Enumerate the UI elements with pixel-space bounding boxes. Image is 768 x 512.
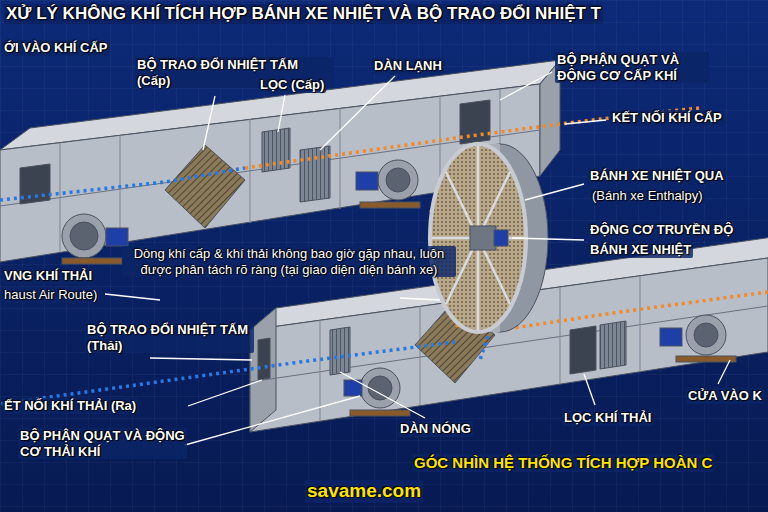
- title: XỬ LÝ KHÔNG KHÍ TÍCH HỢP BÁNH XE NHIỆT V…: [4, 4, 603, 24]
- callout-label: BỘ PHẬN QUẠT VÀ ĐỘNG CƠ THẢI KHÍ: [18, 428, 187, 459]
- callout-label: BÁNH XE NHIỆT: [588, 242, 693, 258]
- caption-label: savame.com: [305, 480, 423, 503]
- callout-label: (Bánh xe Enthalpy): [590, 188, 705, 204]
- callout-label: BÁNH XE NHIỆT QUA: [588, 168, 726, 184]
- callout-label: LỌC (Cấp): [258, 77, 326, 93]
- callout-label: ỚI VÀO KHÍ CẤP: [2, 40, 110, 56]
- callout-label: haust Air Route): [2, 287, 99, 303]
- callout-label: DÀN NÓNG: [398, 421, 473, 437]
- leader-lines: [105, 72, 730, 445]
- callout-label: ẾT NỐI KHÍ THẢI (Ra): [2, 398, 138, 414]
- callout-label: CỬA VÀO K: [686, 388, 764, 404]
- callout-label: DÀN LẠNH: [372, 58, 444, 74]
- callout-label: BỘ TRAO ĐỔI NHIỆT TẤM (Thải): [85, 322, 254, 353]
- callout-label: VNG KHÍ THẢI: [2, 268, 94, 284]
- air-flows: [0, 108, 768, 404]
- callout-label: KẾT NỐI KHÍ CẤP: [610, 110, 724, 126]
- callout-label: ĐỘNG CƠ TRUYỀN ĐỘ: [588, 222, 735, 238]
- callout-label: Dòng khí cấp & khí thải không bao giờ gặ…: [122, 246, 456, 277]
- caption-label: GÓC NHÌN HỆ THỐNG TÍCH HỢP HOÀN C: [412, 454, 714, 472]
- callout-label: LỌC KHÍ THẢI: [562, 410, 653, 426]
- callout-label: BỘ PHẬN QUẠT VÀ ĐỘNG CƠ CẤP KHÍ: [555, 52, 709, 83]
